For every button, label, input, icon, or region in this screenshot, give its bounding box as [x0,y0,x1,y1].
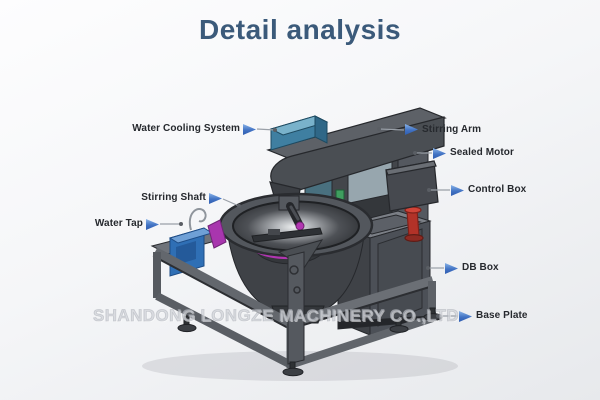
ground-shadow [142,351,458,381]
base-frame-part [152,239,436,370]
leader-lines [160,127,458,318]
label-stirring-shaft: Stirring Shaft [141,192,206,203]
leveling-feet-part [177,307,443,377]
label-base-plate: Base Plate [476,310,528,321]
label-water-cooling-system: Water Cooling System [132,123,240,134]
label-water-tap: Water Tap [94,218,143,229]
arrow-icon-stirring-arm [405,124,418,135]
arrow-icon-stirring-shaft [209,193,222,204]
label-db-box: DB Box [462,262,499,273]
arrow-icon-water-cooling-system [243,124,256,135]
stirring-shaft-part [251,195,323,243]
label-control-box: Control Box [468,184,527,195]
control-box-part [385,160,439,243]
page-title: Detail analysis [198,14,402,45]
arrow-icon-db-box [445,263,458,274]
arrow-icon-control-box [451,185,464,196]
arrow-icon-water-tap [146,219,159,230]
arrow-icon-sealed-motor [433,148,446,159]
watermark-text: SHANDONG LONGZE MACHINERY CO.,LTD [93,306,460,326]
label-stirring-arm: Stirring Arm [422,124,482,135]
arrow-icon-base-plate [459,311,472,322]
label-sealed-motor: Sealed Motor [450,147,514,158]
water-cooling-cover-part [269,115,329,151]
